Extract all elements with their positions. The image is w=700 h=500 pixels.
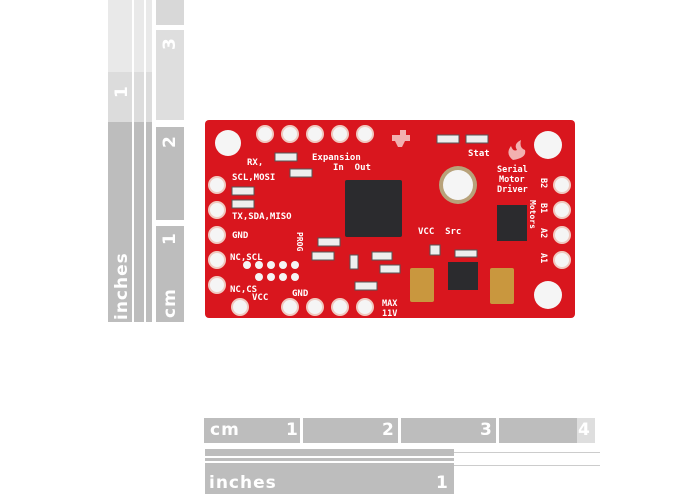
cm-mark: 3 — [480, 420, 493, 440]
cm-mark: 2 — [382, 420, 395, 440]
smd-components — [231, 134, 489, 291]
prog-label: PROG — [295, 232, 304, 251]
vcc-label: VCC — [252, 293, 268, 303]
in-out-label: In Out — [333, 163, 371, 173]
vcc-src-label: VCC Src — [418, 227, 461, 237]
title-line: Serial — [497, 164, 528, 175]
pin-label: NC,SCL — [230, 253, 263, 263]
regulator-chip — [448, 262, 478, 290]
open-hardware-icon — [392, 130, 410, 147]
header-pins — [208, 125, 571, 316]
inches-label: inches — [209, 473, 277, 493]
pin-label: NC,CS — [230, 285, 257, 295]
motor-pin-label: A1 — [538, 253, 548, 263]
motor-driver-chip — [497, 205, 527, 241]
expansion-label: Expansion — [312, 152, 361, 163]
cm-mark: 1 — [286, 420, 299, 440]
cm-label: cm — [210, 420, 240, 440]
sparkfun-flame-icon — [508, 140, 526, 160]
inch-mark: 1 — [436, 473, 449, 493]
motors-label: Motors — [528, 200, 537, 229]
mounting-holes — [215, 130, 562, 309]
gnd-label: GND — [292, 289, 309, 299]
motor-pin-label: B2 — [538, 178, 548, 188]
max-label: MAX — [382, 299, 397, 309]
stat-label: Stat — [468, 149, 490, 159]
capacitor — [490, 268, 514, 304]
pin-label: SCL,MOSI — [232, 173, 275, 183]
cm-mark: 4 — [578, 420, 591, 440]
pin-label: RX, — [247, 158, 263, 168]
title-line: Driver — [497, 184, 528, 195]
title-line: Motor — [499, 175, 525, 185]
capacitor — [410, 268, 434, 302]
prog-pads — [243, 261, 299, 281]
max-label: 11V — [382, 309, 397, 319]
pin-label: TX,SDA,MISO — [232, 212, 292, 222]
motor-pin-label: B1 — [538, 203, 548, 213]
motor-pin-label: A2 — [538, 228, 548, 238]
microcontroller-chip — [345, 180, 402, 237]
pin-label: GND — [232, 231, 249, 241]
